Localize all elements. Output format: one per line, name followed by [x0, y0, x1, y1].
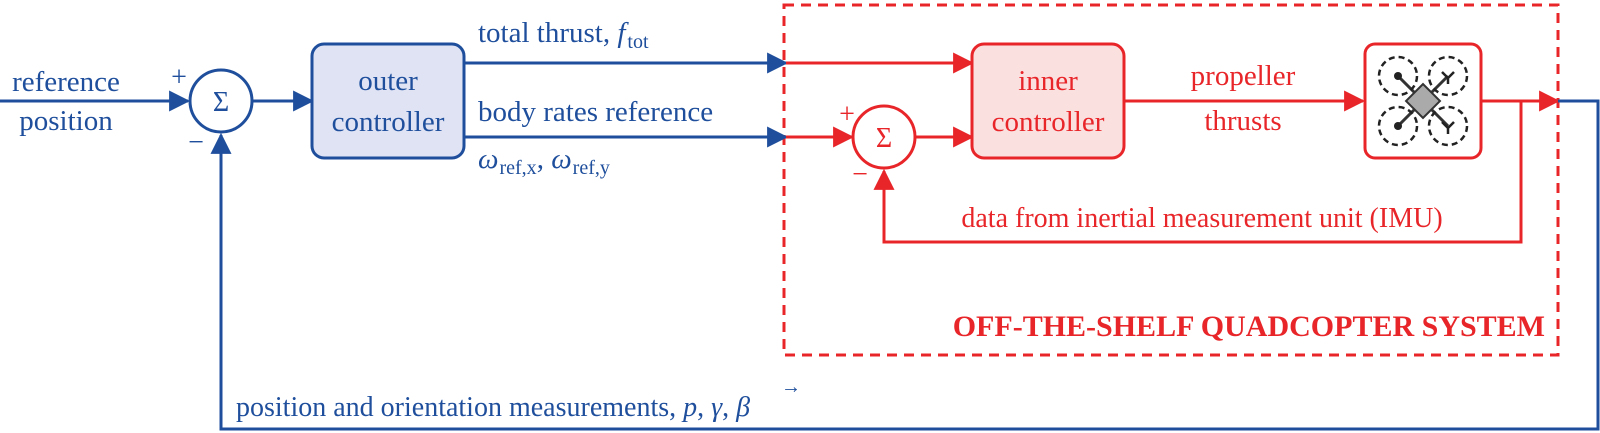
quadcopter-block: [1363, 42, 1483, 160]
separator-2: ,: [722, 392, 736, 423]
omega-y-symbol: ω: [551, 143, 571, 175]
quadcopter-icon: [1377, 55, 1469, 147]
outer-controller-block: [310, 42, 466, 160]
gamma-symbol: γ: [711, 392, 723, 423]
outer-sum-plus: +: [171, 62, 187, 93]
p-vector-symbol: p: [681, 392, 697, 423]
propeller-label: propeller: [1191, 60, 1296, 92]
total-thrust-subscript: tot: [627, 31, 649, 53]
outer-controller-label-2: controller: [332, 106, 445, 138]
reference-label: reference: [12, 66, 120, 98]
inner-sum-minus: −: [852, 159, 868, 190]
body-rates-label: body rates reference: [478, 96, 713, 128]
total-thrust-text: total thrust,: [478, 17, 617, 49]
imu-feedback-label: data from inertial measurement unit (IMU…: [961, 203, 1442, 234]
outer-sum-symbol: Σ: [213, 87, 229, 118]
p-vector-arrow: →: [781, 376, 801, 398]
measurement-text: position and orientation measurements,: [236, 392, 683, 423]
inner-controller-label-2: controller: [992, 106, 1105, 138]
body-rates-symbols: ωref,x, ωref,y: [478, 143, 610, 179]
inner-controller-block: [970, 42, 1126, 160]
outer-controller-label-1: outer: [358, 65, 418, 97]
inner-sum-plus: +: [839, 99, 855, 130]
omega-separator: ,: [537, 143, 552, 175]
omega-x-symbol: ω: [478, 143, 498, 175]
beta-symbol: β: [735, 392, 750, 423]
measurement-feedback-line: [210, 99, 1600, 431]
inner-sum-symbol: Σ: [876, 123, 892, 154]
measurement-feedback-label: position and orientation measurements, p…: [236, 392, 750, 423]
imu-feedback-line: [873, 101, 1523, 244]
inner-controller-label-1: inner: [1018, 65, 1078, 97]
omega-x-subscript: ref,x: [499, 157, 536, 179]
omega-y-subscript: ref,y: [573, 157, 610, 179]
outer-sum-minus: −: [188, 127, 204, 158]
thrusts-label: thrusts: [1204, 105, 1281, 137]
system-title: OFF-THE-SHELF QUADCOPTER SYSTEM: [953, 310, 1545, 343]
separator-1: ,: [697, 392, 711, 423]
position-label: position: [19, 105, 113, 137]
